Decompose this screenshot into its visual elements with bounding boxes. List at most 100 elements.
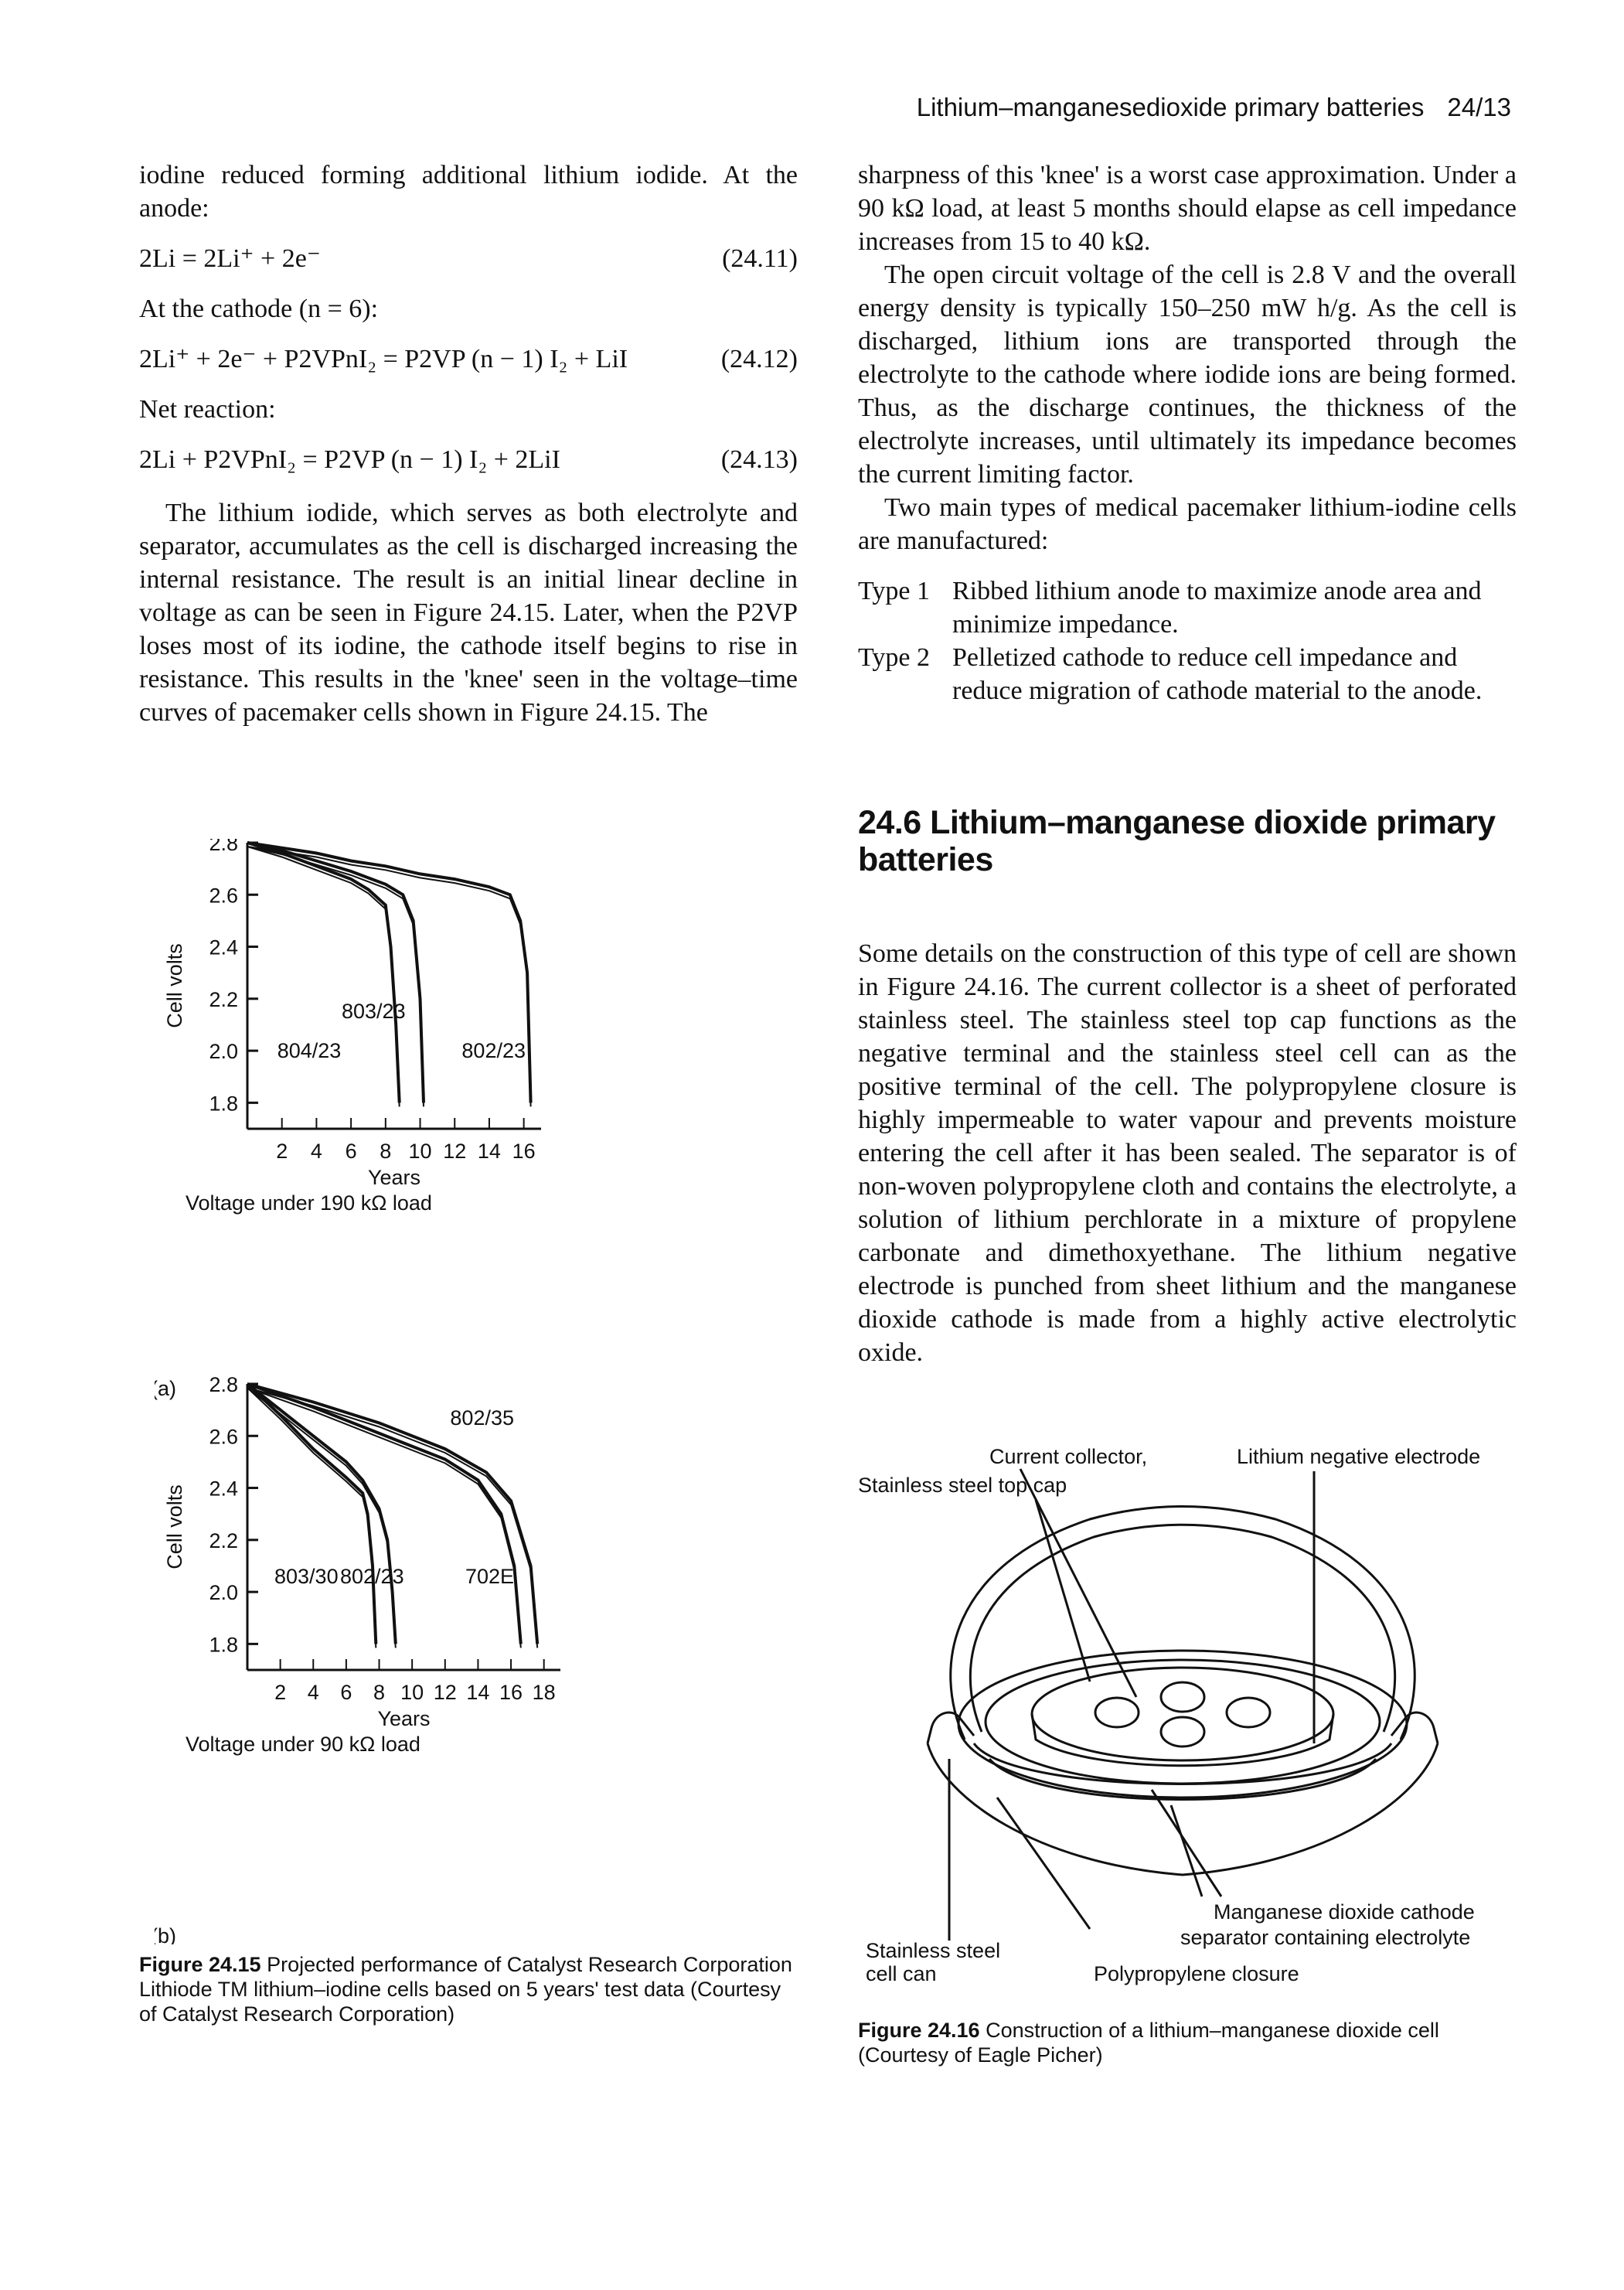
leader-top-cap (1034, 1499, 1091, 1682)
x-tick-label: 16 (512, 1140, 536, 1163)
x-tick-label: 12 (434, 1681, 457, 1704)
label-negative-electrode: Lithium negative electrode (1237, 1445, 1480, 1468)
x-tick-label: 6 (340, 1681, 352, 1704)
right-para-2: The open circuit voltage of the cell is … (858, 261, 1517, 489)
perforation-hole (1159, 1716, 1206, 1748)
series-line-outline (247, 1387, 539, 1648)
left-para-2: The lithium iodide, which serves as both… (139, 499, 798, 727)
type-text: Pelletized cathode to reduce cell impeda… (952, 643, 1483, 705)
x-tick-label: 2 (274, 1681, 286, 1704)
series-label: 803/23 (342, 1000, 406, 1023)
series-label: 802/35 (450, 1406, 514, 1430)
perforation-hole (1159, 1681, 1206, 1713)
series-line (247, 841, 533, 1103)
y-tick-label: 1.8 (209, 1633, 238, 1656)
right-para-1: sharpness of this 'knee' is a worst case… (858, 161, 1517, 256)
y-tick-label: 2.6 (209, 1425, 238, 1448)
series-line-outline (247, 1387, 377, 1648)
x-tick-label: 6 (346, 1140, 357, 1163)
cell-can-bottom (926, 1743, 1439, 1876)
x-tick-label: 10 (400, 1681, 424, 1704)
type-label: Type 2 (858, 643, 930, 672)
equation-text: 2Li = 2Li⁺ + 2e⁻ (139, 244, 321, 273)
series-line-outline (247, 1387, 397, 1648)
x-tick-label: 14 (466, 1681, 489, 1704)
leader-cathode (1150, 1789, 1223, 1897)
caption-label: Figure 24.15 (139, 1953, 261, 1976)
section-paragraph: Some details on the construction of this… (858, 939, 1517, 1367)
label-cell-can-1: Stainless steel (866, 1939, 1000, 1962)
type-item: Type 2 Pelletized cathode to reduce cell… (858, 641, 1517, 707)
equation-number: (24.11) (722, 244, 798, 273)
y-tick-label: 2.6 (209, 884, 238, 907)
x-tick-label: 12 (443, 1140, 466, 1163)
caption-text: Construction of a lithium–manganese diox… (858, 2019, 1439, 2067)
y-tick-label: 2.4 (209, 1477, 238, 1501)
figure-24-15-caption: Figure 24.15 Projected performance of Ca… (139, 1952, 804, 2026)
net-reaction-label: Net reaction: (139, 395, 276, 424)
label-current-collector: Current collector, (989, 1445, 1147, 1468)
series-line-outline (247, 1387, 522, 1648)
perforation-hole (1225, 1696, 1272, 1729)
top-cap-rim (1030, 1713, 1335, 1767)
equation-24-12: 2Li⁺ + 2e⁻ + P2VPnI₂ = P2VP (n − 1) I₂ +… (139, 342, 798, 376)
right-column: sharpness of this 'knee' is a worst case… (858, 158, 1517, 707)
label-cathode: Manganese dioxide cathode (1214, 1900, 1475, 1924)
y-tick-label: 2.2 (209, 1529, 238, 1552)
series-label: 802/23 (461, 1039, 526, 1062)
figure-24-16: Current collector, Stainless steel top c… (858, 1445, 1480, 1985)
y-tick-label: 2.8 (209, 1373, 238, 1396)
caption-label: Figure 24.16 (858, 2019, 980, 2042)
closure-ring-outer (957, 1649, 1408, 1799)
y-tick-label: 2.8 (209, 839, 238, 855)
header-title: Lithium–manganesedioxide primary batteri… (916, 93, 1425, 121)
leader-current-collector (1019, 1468, 1138, 1698)
chart-title: Voltage under 90 kΩ load (186, 1733, 420, 1756)
series-line-outline (247, 846, 424, 1107)
x-axis-label: Years (368, 1166, 420, 1189)
x-tick-label: 16 (499, 1681, 523, 1704)
separator-layer (972, 1743, 1393, 1785)
series-label: 702E (465, 1565, 514, 1588)
series-label: 802/23 (340, 1565, 404, 1588)
cell-can-inner (969, 1523, 1397, 1733)
label-closure: Polypropylene closure (1094, 1962, 1299, 1985)
y-tick-label: 2.4 (209, 936, 238, 959)
cell-can-outline (949, 1505, 1416, 1740)
y-tick-label: 2.0 (209, 1040, 238, 1063)
series-line-outline (247, 846, 532, 1107)
series-line (247, 1382, 523, 1644)
cathode-label: At the cathode (n = 6): (139, 295, 379, 323)
figure-24-16-caption: Figure 24.16 Construction of a lithium–m… (858, 2018, 1523, 2067)
perforation-hole (1094, 1696, 1140, 1729)
x-tick-label: 14 (478, 1140, 501, 1163)
series-line (247, 1382, 540, 1644)
equation-24-13: 2Li + P2VPnI₂ = P2VP (n − 1) I₂ + 2LiI (… (139, 443, 798, 476)
series-line-outline (247, 846, 400, 1107)
caption-text: Projected performance of Catalyst Resear… (139, 1953, 792, 2026)
x-tick-label: 4 (311, 1140, 322, 1163)
panel-b-label: (b) (155, 1924, 176, 1944)
x-tick-label: 2 (276, 1140, 288, 1163)
chart-title: Voltage under 190 kΩ load (186, 1191, 432, 1215)
label-separator: separator containing electrolyte (1180, 1926, 1470, 1949)
x-tick-label: 8 (373, 1681, 385, 1704)
right-para-3: Two main types of medical pacemaker lith… (858, 493, 1517, 555)
equation-24-11: 2Li = 2Li⁺ + 2e⁻ (24.11) (139, 242, 798, 275)
equation-number: (24.12) (720, 345, 798, 373)
y-tick-label: 2.0 (209, 1581, 238, 1604)
left-column: iodine reduced forming additional lithiu… (139, 158, 798, 729)
label-top-cap: Stainless steel top cap (858, 1474, 1067, 1497)
label-cell-can-2: cell can (866, 1962, 937, 1985)
type-label: Type 1 (858, 577, 930, 605)
x-tick-label: 10 (409, 1140, 432, 1163)
running-header: Lithium–manganesedioxide primary batteri… (870, 93, 1511, 122)
type-text: Ribbed lithium anode to maximize anode a… (952, 577, 1482, 639)
series-label: 804/23 (277, 1039, 342, 1062)
equation-text: 2Li + P2VPnI₂ = P2VP (n − 1) I₂ + 2LiI (139, 445, 560, 474)
x-axis-label: Years (377, 1707, 430, 1730)
y-axis-label: Cell volts (163, 1484, 186, 1569)
y-axis-label: Cell volts (163, 943, 186, 1028)
